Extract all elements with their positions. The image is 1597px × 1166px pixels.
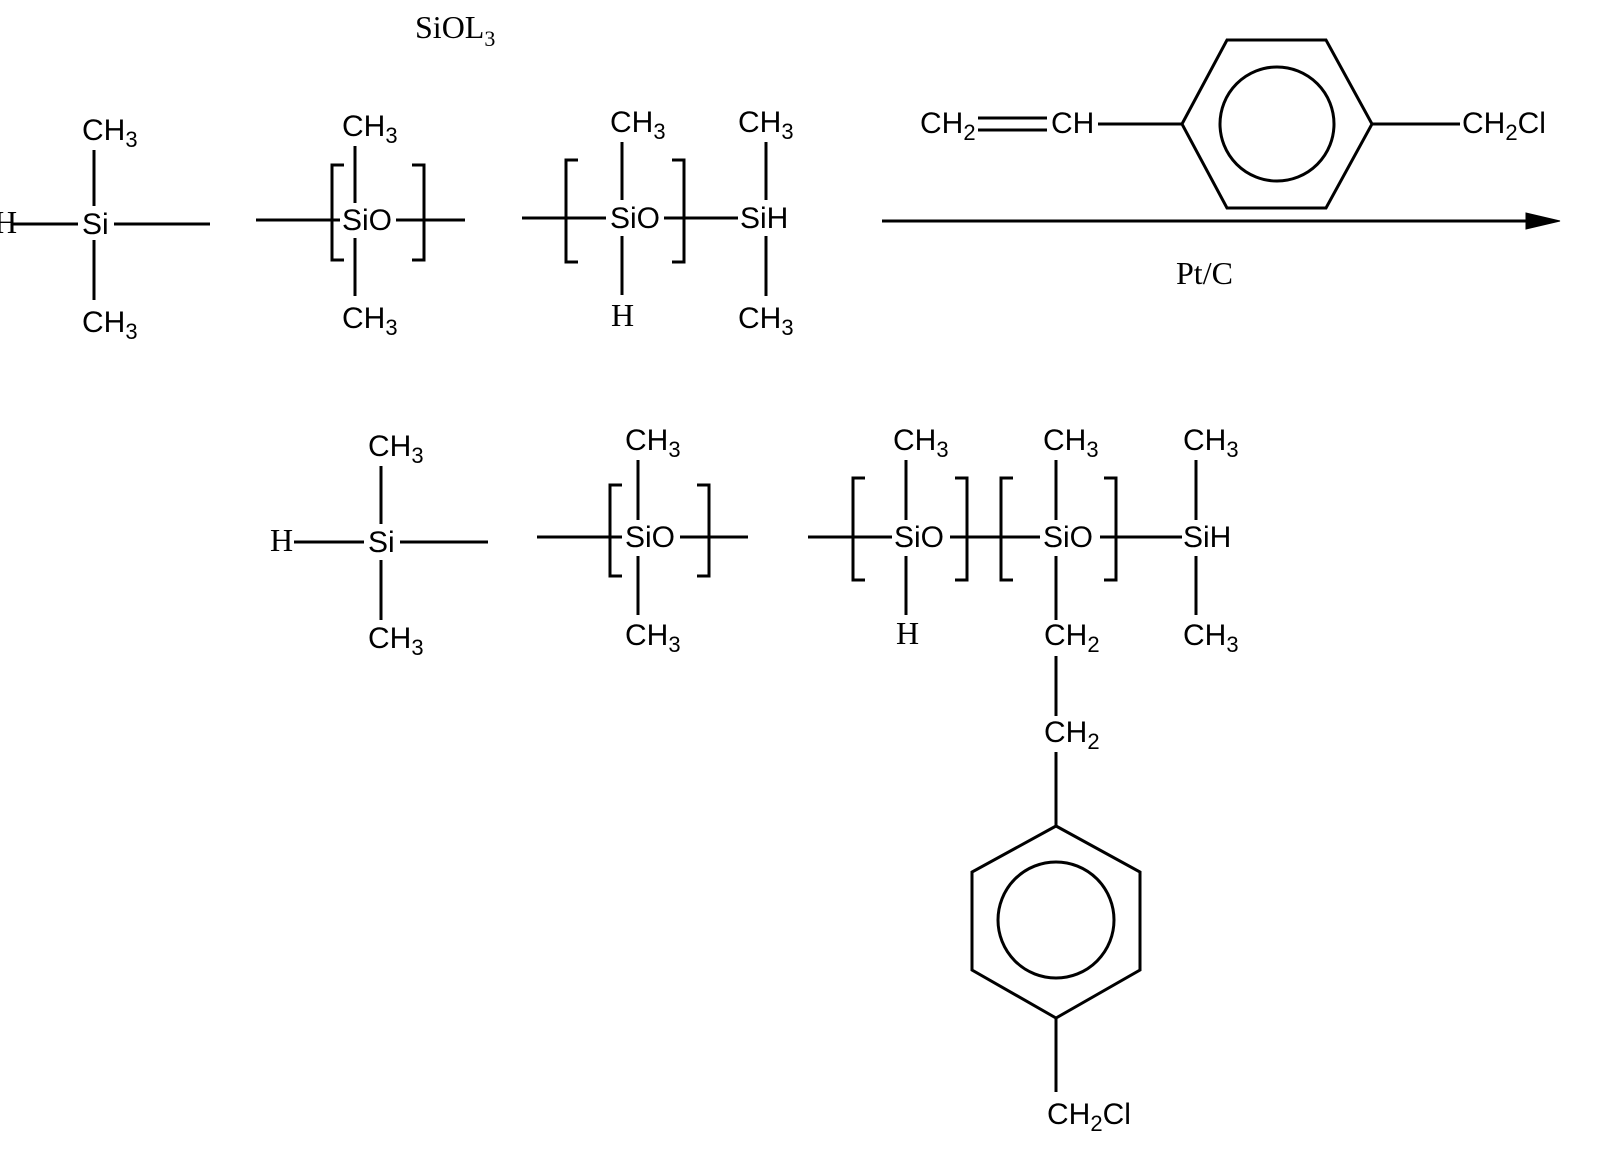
reactant-ch3-bottom: CH3: [738, 302, 794, 340]
product-ch3-top: CH3: [1043, 424, 1099, 462]
product-h-on-si: H: [896, 615, 919, 651]
reactant-ch3-bottom: CH3: [82, 306, 138, 344]
reactant-polysiloxane: H Si CH3 CH3 SiO CH3 CH3 SiO: [0, 106, 794, 344]
reactant-hydrosiloxane-unit: SiO CH3 H: [522, 106, 738, 333]
reactant-end-silyl: SiH CH3 CH3: [738, 106, 794, 340]
product-ch3-bottom: CH3: [1183, 619, 1239, 657]
reactant-ch3-top: CH3: [738, 106, 794, 144]
reagent-ch2-vinyl: CH2: [920, 107, 976, 145]
product-dimethylsiloxane-unit: SiO CH3 CH3: [537, 424, 748, 657]
reactant-ch3-top: CH3: [610, 106, 666, 144]
product-ch3-top: CH3: [625, 424, 681, 462]
product-ch3-bottom: CH3: [625, 619, 681, 657]
reactant-h-on-si: H: [611, 297, 634, 333]
reactant-ch3-top: CH3: [82, 114, 138, 152]
product-ch2-second: CH2: [1044, 716, 1100, 754]
reactant-si-atom: Si: [82, 208, 109, 241]
reactant-sio-group: SiO: [342, 204, 392, 237]
reaction-arrow: Pt/C: [882, 213, 1560, 291]
reactant-dimethylsiloxane-unit: SiO CH3 CH3: [256, 110, 465, 340]
product-ch3-top: CH3: [1183, 424, 1239, 462]
product-ch3-top: CH3: [893, 424, 949, 462]
product-ch2-first: CH2: [1044, 619, 1100, 657]
product-sio-group: SiO: [625, 521, 675, 554]
product-sih-group: SiH: [1183, 521, 1231, 554]
catalyst-label: Pt/C: [1176, 255, 1233, 291]
product-ch3-bottom: CH3: [368, 622, 424, 660]
product-terminal-unit: H Si CH3 CH3: [270, 430, 488, 660]
reactant-sio-group: SiO: [610, 202, 660, 235]
product-hydrosiloxane-unit: SiO CH3 H: [808, 424, 1040, 651]
reactant-h-atom: H: [0, 204, 17, 240]
reactant-sih-group: SiH: [740, 202, 788, 235]
product-ch2cl: CH2Cl: [1047, 1098, 1131, 1136]
reactant-ch3-bottom: CH3: [342, 302, 398, 340]
reagent-ch2cl: CH2Cl: [1462, 107, 1546, 145]
product-sio-group: SiO: [1043, 521, 1093, 554]
reagent-ch-vinyl: CH: [1051, 107, 1094, 140]
reactant-ch3-top: CH3: [342, 110, 398, 148]
product-si-atom: Si: [368, 526, 395, 559]
reagent-vinylbenzyl-chloride: CH2 CH CH2Cl: [920, 40, 1546, 208]
reagent-benzene-ring: [1182, 40, 1372, 208]
product-polysiloxane: H Si CH3 CH3 SiO CH3 CH3 SiO: [270, 424, 1239, 1136]
product-end-silyl: SiH CH3 CH3: [1183, 424, 1239, 657]
product-functionalized-unit: SiO CH3 CH2 CH2 CH2Cl: [972, 424, 1182, 1136]
product-ch3-top: CH3: [368, 430, 424, 468]
product-h-atom: H: [270, 522, 293, 558]
product-sio-group: SiO: [894, 521, 944, 554]
header-siol3-label: SiOL3: [415, 9, 495, 51]
reactant-terminal-unit: H Si CH3 CH3: [0, 114, 210, 344]
